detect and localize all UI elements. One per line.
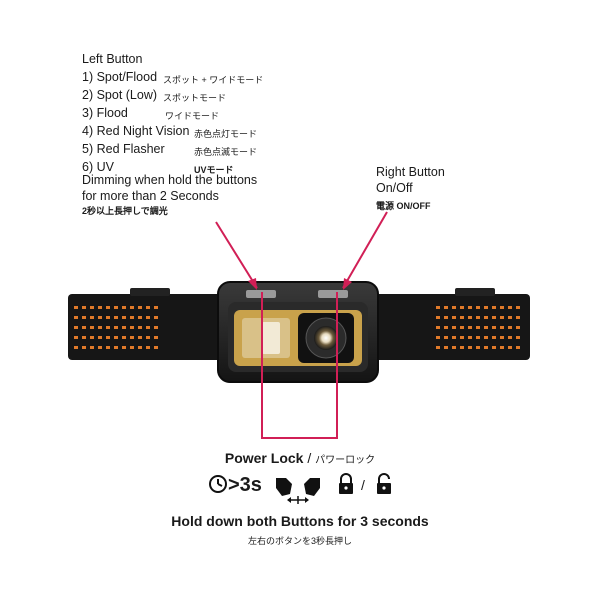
mode-label-jp: スポット + ワイドモード: [163, 75, 264, 85]
hold-duration: >3s: [228, 474, 262, 496]
power-lock-title: Power Lock / パワーロック: [0, 450, 600, 466]
spot-led-icon: [314, 326, 338, 350]
mode-item: 5) Red Flasher 赤色点滅モード: [82, 140, 257, 158]
left-button-mode-list: 1) Spot/Flood スポット + ワイドモード 2) Spot (Low…: [82, 68, 263, 176]
mode-label-en: 4) Red Night Vision: [82, 124, 190, 138]
mode-label-en: 3) Flood: [82, 106, 128, 120]
mode-item: 6) UV UVモード: [82, 158, 234, 176]
mode-item: 4) Red Night Vision 赤色点灯モード: [82, 122, 257, 140]
dimming-line: for more than 2 Seconds: [82, 189, 219, 203]
mode-label-jp: スポットモード: [163, 93, 227, 103]
lock-open-icon: [377, 473, 391, 494]
hold-instruction-jp: 左右のボタンを3秒長押し: [247, 536, 352, 546]
right-button-title: Right Button: [376, 165, 445, 179]
right-button-function-jp: 電源 ON/OFF: [376, 201, 431, 211]
dimming-note: Dimming when hold the buttons for more t…: [82, 172, 257, 204]
mode-label-en: 1) Spot/Flood: [82, 70, 158, 84]
mode-item: 3) Flood ワイドモード: [82, 104, 219, 122]
hands-press-icon: [276, 478, 320, 504]
dimming-note-jp: 2秒以上長押しで調光: [82, 206, 168, 216]
power-lock-label-jp: パワーロック: [315, 455, 376, 466]
strap-left: [68, 288, 224, 360]
right-button[interactable]: [318, 290, 348, 298]
mode-label-jp: ワイドモード: [165, 111, 220, 121]
strap-stitching-right: [436, 306, 520, 349]
strap-right: [374, 288, 530, 360]
mode-label-en: 2) Spot (Low): [82, 88, 158, 102]
power-lock-slash: /: [303, 450, 316, 466]
clock-icon: [209, 475, 227, 493]
dimming-line: Dimming when hold the buttons: [82, 173, 258, 187]
lamp-body: [217, 281, 379, 383]
mode-label-en: 6) UV: [82, 160, 114, 174]
mode-label-jp: 赤色点灯モード: [194, 129, 258, 139]
lock-closed-icon: [339, 473, 353, 494]
mode-label-jp: 赤色点滅モード: [194, 147, 258, 157]
button-pointers: [215, 211, 388, 439]
mode-label-en: 5) Red Flasher: [82, 142, 165, 156]
strap-stitching-left: [74, 306, 158, 349]
mode-label-jp: UVモード: [194, 165, 234, 175]
right-button-function: On/Off: [376, 181, 413, 195]
left-button-title: Left Button: [82, 52, 143, 66]
lock-separator: /: [361, 477, 365, 493]
mode-item: 1) Spot/Flood スポット + ワイドモード: [82, 68, 263, 86]
power-lock-label: Power Lock: [224, 450, 304, 466]
mode-item: 2) Spot (Low) スポットモード: [82, 86, 226, 104]
hold-instruction: Hold down both Buttons for 3 seconds: [171, 513, 429, 529]
